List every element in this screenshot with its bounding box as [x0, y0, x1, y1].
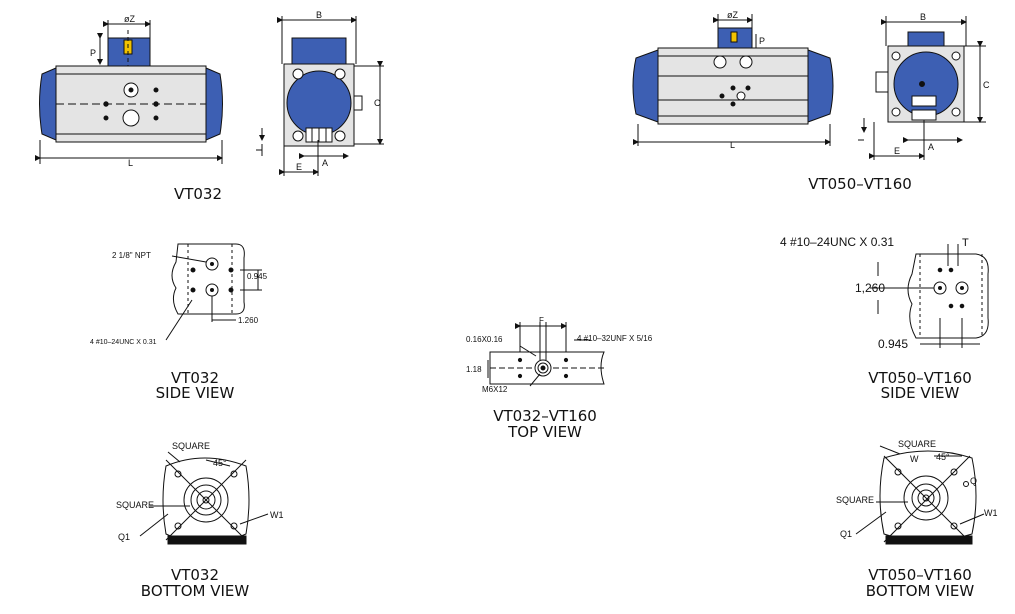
vt032-side-view [165, 243, 262, 341]
caption-vt032-side-model: VT032 [170, 369, 220, 387]
vt032-front-view [35, 20, 223, 164]
vt032-bottom-view [139, 451, 269, 545]
vt032-dim-z: øZ [124, 14, 135, 24]
caption-top-view: TOP VIEW [508, 423, 582, 441]
caption-vt050-bottom-model: VT050–VT160 [868, 566, 972, 584]
vt050-dim-a: A [928, 142, 934, 152]
vt050-side-unc-note: 4 #10–24UNC X 0.31 [780, 235, 894, 249]
vt032-bottom-45: 45° [213, 458, 227, 468]
vt050-side-view [870, 244, 989, 348]
vt050-dim-b: B [920, 12, 926, 22]
vt032-bottom-w1: W1 [270, 510, 284, 520]
vt050-front-view [632, 14, 834, 146]
caption-top-model: VT032–VT160 [493, 407, 597, 425]
vt032-end-piston-circle [286, 70, 352, 136]
vt050-end-view [858, 16, 986, 160]
caption-vt032-bottom-model: VT032 [170, 566, 220, 584]
vt032-left-end-cap [39, 67, 57, 141]
vt050-right-end-cap [807, 49, 834, 123]
caption-vt032-bottom-view: BOTTOM VIEW [140, 582, 250, 600]
caption-vt050-side-view: SIDE VIEW [880, 384, 960, 402]
vt050-bottom-view [855, 445, 985, 545]
top-m6-note: M6X12 [482, 385, 508, 394]
caption-vt032: VT032 [173, 185, 223, 203]
vt032-end-top-block [291, 37, 347, 65]
vt050-side-945: 0.945 [878, 337, 908, 351]
vt050-dim-z: øZ [727, 10, 738, 20]
top-016-note: 0.16X0.16 [466, 335, 503, 344]
vt050-dim-c: C [983, 80, 990, 90]
vt050-bottom-w: W [910, 454, 919, 464]
vt032-side-npt-note: 2 1/8" NPT [112, 251, 151, 260]
vt032-right-end-cap [205, 67, 223, 141]
vt032-bottom-square-side: SQUARE [116, 500, 154, 510]
caption-vt050-bottom-view: BOTTOM VIEW [865, 582, 975, 600]
vt050-end-top-block [907, 31, 945, 47]
vt032-dim-b: B [316, 10, 322, 20]
vt050-bottom-q1: Q1 [840, 529, 852, 539]
vt032-bottom-square-top: SQUARE [172, 441, 210, 451]
vt050-bottom-square-side: SQUARE [836, 495, 874, 505]
vt050-bottom-45: 45° [936, 452, 950, 462]
caption-vt050-side-model: VT050–VT160 [868, 369, 972, 387]
vt032-side-unc-note: 4 #10–24UNC X 0.31 [90, 339, 157, 346]
top-view [487, 322, 605, 387]
vt050-bottom-square-top: SQUARE [898, 439, 936, 449]
vt032-bottom-q1: Q1 [118, 532, 130, 542]
vt032-dim-p: P [90, 48, 96, 58]
top-118-note: 1.18 [466, 365, 482, 374]
vt050-housing [657, 47, 809, 125]
vt032-dim-c: C [374, 98, 381, 108]
vt032-dim-l: L [128, 158, 133, 168]
top-unf-note: 4 #10–32UNF X 5/16 [577, 334, 653, 343]
vt050-side-dim-t: T [962, 237, 969, 249]
vt032-dim-a: A [322, 158, 328, 168]
vt050-dim-p: P [759, 36, 765, 46]
vt050-left-end-cap [632, 49, 659, 123]
vt050-dim-e: E [894, 146, 900, 156]
caption-vt032-side-view: SIDE VIEW [155, 384, 235, 402]
vt032-dim-e: E [296, 162, 302, 172]
caption-vt050-vt160: VT050–VT160 [808, 175, 912, 193]
vt050-bottom-q: Q [970, 476, 977, 486]
vt050-bottom-w1: W1 [984, 508, 998, 518]
vt050-dim-l: L [730, 140, 735, 150]
vt050-side-1260: 1,260 [855, 281, 885, 295]
vt032-side-1260: 1.260 [238, 316, 259, 325]
vt032-end-view [256, 16, 384, 176]
top-dim-f: F [539, 316, 544, 325]
vt032-side-945: 0.945 [247, 272, 268, 281]
